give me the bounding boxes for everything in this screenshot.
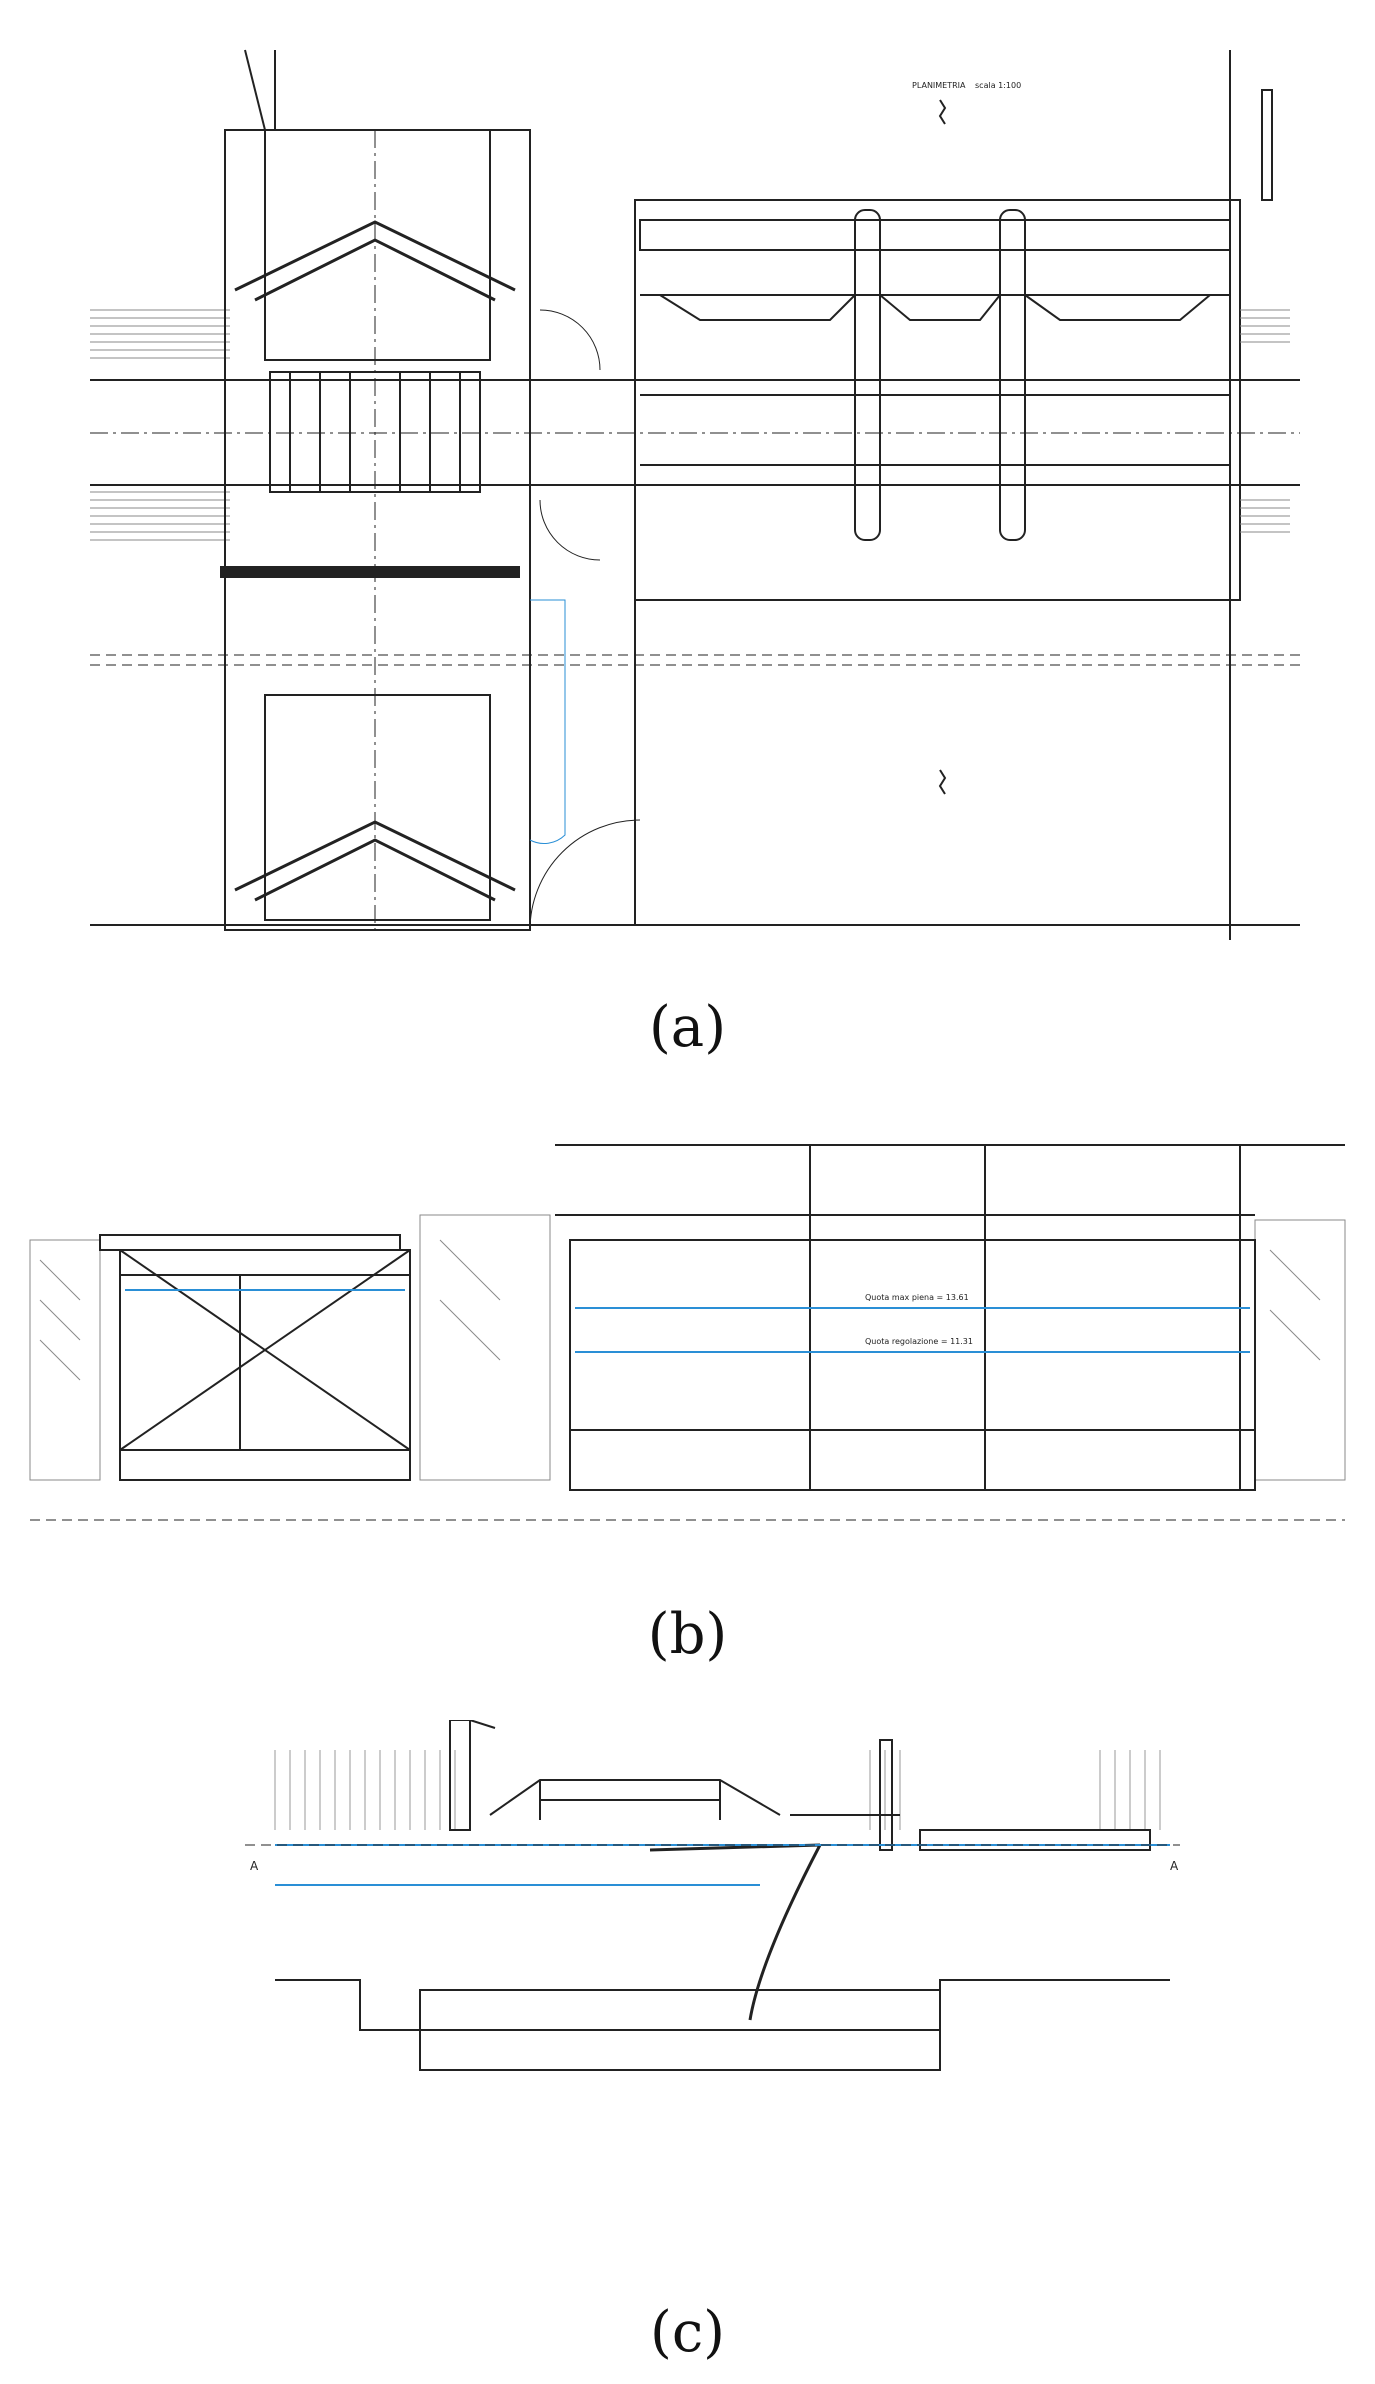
plan-scale: scala 1:100 (975, 81, 1021, 90)
plan-drawing: PLANIMETRIA scala 1:100 (90, 49, 1300, 940)
stack-lines (244, 49, 276, 131)
section-structure (489, 1779, 1151, 1851)
label-regulation: Quota regolazione = 11.31 (865, 1337, 973, 1346)
flow-arrows (938, 99, 947, 795)
lifting-beam (220, 566, 520, 578)
section-mark-right: A (1170, 1859, 1179, 1873)
lock-gate-elevation (99, 1234, 411, 1481)
panel-c: A A (c) (0, 1720, 1375, 2384)
section-mark-left: A (250, 1859, 259, 1873)
soil-hatch (29, 1214, 1346, 1481)
mitre-gate-bottom (234, 820, 516, 902)
weir-elevation (555, 1144, 1345, 1491)
plan-outline (90, 50, 1300, 940)
weir-piers (639, 209, 1231, 541)
gauge-mast (1261, 89, 1273, 201)
foundation (275, 1979, 1170, 2071)
section-stacks (449, 1720, 893, 1851)
section-drawing: A A (245, 1720, 1180, 2071)
elevation-drawing: Quota max piena = 13.61 Quota regolazion… (29, 1144, 1346, 1521)
left-bank-hatch (90, 309, 230, 541)
panel-b: Quota max piena = 13.61 Quota regolazion… (0, 1120, 1375, 1700)
stair-arcs (529, 309, 641, 931)
right-bank-hatch (1240, 309, 1290, 533)
caption-b: (b) (647, 1602, 728, 1667)
mitre-gate-top (234, 220, 516, 302)
radial-gate (649, 1843, 822, 2021)
plan-title: PLANIMETRIA (912, 81, 966, 90)
caption-c: (c) (649, 2300, 726, 2365)
water-levels (125, 1289, 1250, 1353)
label-max-flood: Quota max piena = 13.61 (865, 1293, 969, 1302)
plan-axes (90, 130, 1300, 930)
caption-a: (a) (648, 995, 727, 1060)
panel-a: PLANIMETRIA scala 1:100 (a) (0, 0, 1375, 1060)
section-hatch (274, 1750, 1161, 1830)
lock-chamber (269, 371, 481, 493)
